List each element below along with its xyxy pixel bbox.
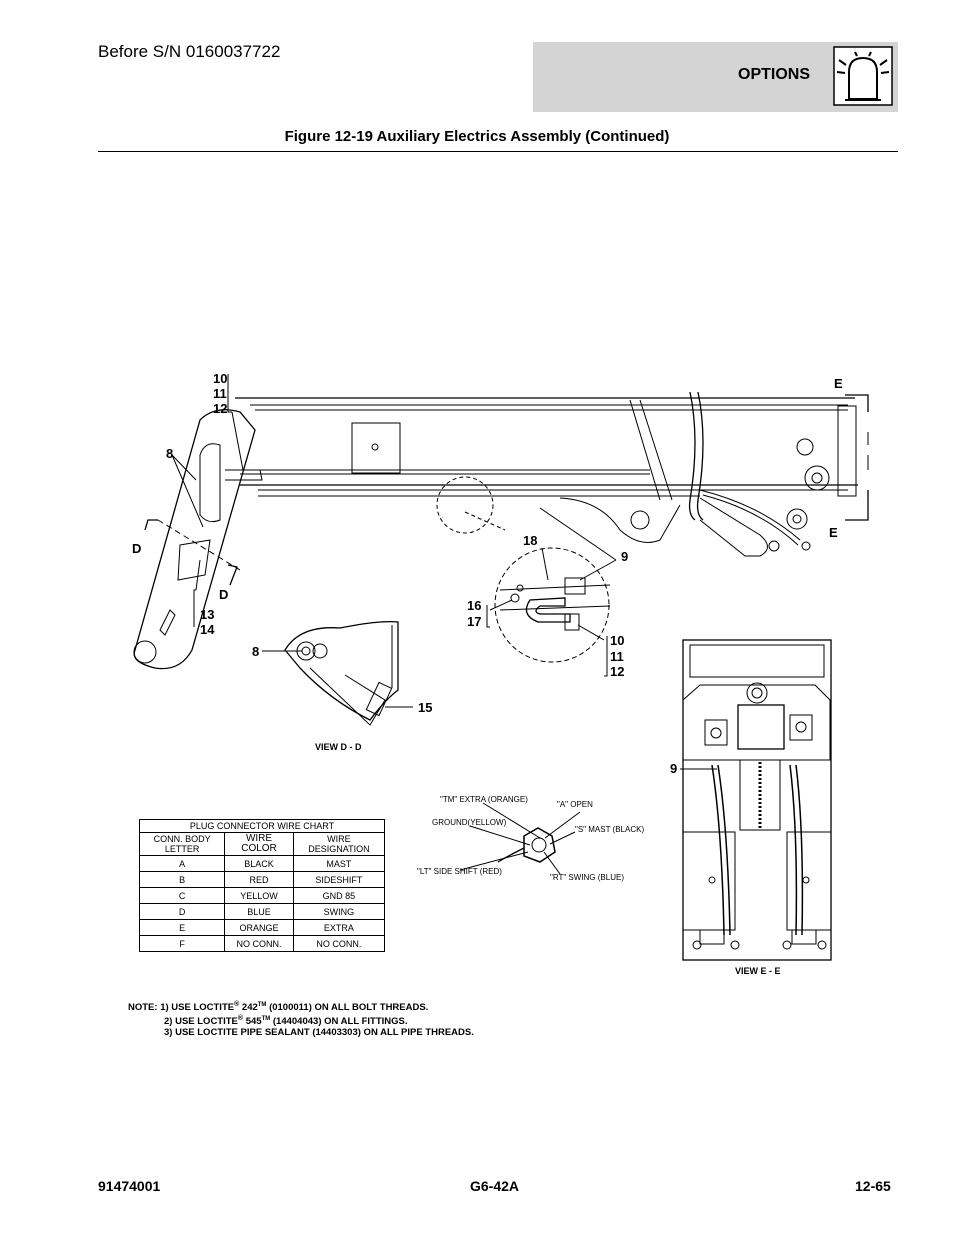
column-header: CONN. BODY LETTER xyxy=(138,832,226,856)
callout-8: 8 xyxy=(166,446,174,461)
table-cell: SWING xyxy=(292,903,386,920)
notes: NOTE: 1) USE LOCTITE® 242TM (0100011) ON… xyxy=(128,999,474,1038)
table-cell: C xyxy=(138,887,226,904)
table-cell: YELLOW xyxy=(224,887,294,904)
serial-number-range: Before S/N 0160037722 xyxy=(98,42,281,61)
plug-connector-wire-chart: PLUG CONNECTOR WIRE CHART CONN. BODY LET… xyxy=(138,819,386,952)
column-header: WIRE COLOR xyxy=(224,832,294,856)
note-text: 545 xyxy=(243,1016,262,1028)
callout-9: 9 xyxy=(670,761,678,776)
registered-mark: ® xyxy=(237,1015,244,1023)
callout-11: 11 xyxy=(213,386,227,401)
callout-10: 10 xyxy=(610,633,625,648)
trademark: TM xyxy=(257,1002,267,1008)
view-dd-label: VIEW D - D xyxy=(315,742,362,752)
connector-label-ground: GROUND(YELLOW) xyxy=(432,818,507,827)
table-cell: GND 85 xyxy=(292,887,386,904)
wire-chart-title: PLUG CONNECTOR WIRE CHART xyxy=(139,819,385,833)
column-header: WIRE DESIGNATION xyxy=(292,832,386,856)
view-ee-drawing xyxy=(682,639,832,961)
callout-16: 16 xyxy=(467,598,482,613)
connector-label-tm: "TM" EXTRA (ORANGE) xyxy=(440,795,528,804)
callout-10: 10 xyxy=(213,371,228,386)
section-title: OPTIONS xyxy=(738,66,811,83)
footer-model: G6-42A xyxy=(470,1178,520,1194)
table-cell: SIDESHIFT xyxy=(292,871,386,888)
detail-circle xyxy=(494,547,611,663)
callout-12: 12 xyxy=(213,401,228,416)
view-ee-label: VIEW E - E xyxy=(735,966,781,976)
plug-connector-diagram xyxy=(459,802,581,875)
callout-11: 11 xyxy=(610,649,624,664)
table-cell: BLUE xyxy=(224,903,294,920)
warning-beacon-icon xyxy=(833,46,893,106)
table-cell: E xyxy=(138,919,226,936)
callout-13: 13 xyxy=(200,607,215,622)
connector-label-rt: "RT" SWING (BLUE) xyxy=(550,873,624,882)
table-cell: NO CONN. xyxy=(292,935,386,952)
trademark: TM xyxy=(261,1016,271,1023)
section-label-e: E xyxy=(829,525,838,540)
table-cell: D xyxy=(138,903,226,920)
note-text: 242 xyxy=(239,1002,258,1014)
leader-lines xyxy=(171,374,717,770)
table-cell: B xyxy=(138,871,226,888)
view-dd-drawing xyxy=(284,620,399,726)
table-cell: F xyxy=(138,935,226,952)
table-cell: A xyxy=(138,855,226,872)
note-text: (0100011) ON ALL BOLT THREADS. xyxy=(266,1002,429,1014)
note-text: NOTE: 1) USE LOCTITE xyxy=(128,1002,235,1014)
note-text: (14404043) ON ALL FITTINGS. xyxy=(270,1016,408,1028)
note-text: 2) USE LOCTITE xyxy=(164,1016,238,1028)
callout-8: 8 xyxy=(252,644,260,659)
connector-label-s: "S" MAST (BLACK) xyxy=(575,825,645,834)
footer-part-number: 91474001 xyxy=(98,1178,161,1194)
callout-12: 12 xyxy=(610,664,625,679)
connector-label-a: "A" OPEN xyxy=(557,800,593,809)
note-line: NOTE: 1) USE LOCTITE® 242TM (0100011) ON… xyxy=(128,999,474,1013)
registered-mark: ® xyxy=(234,1001,240,1008)
figure-title: Figure 12-19 Auxiliary Electrics Assembl… xyxy=(284,128,670,145)
footer-page-number: 12-65 xyxy=(855,1178,891,1194)
section-label-d: D xyxy=(219,587,229,602)
callout-14: 14 xyxy=(200,622,215,637)
boom-assembly xyxy=(133,391,858,670)
callout-15: 15 xyxy=(418,700,433,715)
note-line: 2) USE LOCTITE® 545TM (14404043) ON ALL … xyxy=(128,1013,474,1027)
callout-17: 17 xyxy=(467,614,482,629)
callout-9: 9 xyxy=(621,549,629,564)
table-cell: MAST xyxy=(292,855,386,872)
header-divider xyxy=(98,151,898,152)
section-lines xyxy=(144,394,869,586)
section-label-e: E xyxy=(834,376,843,391)
connector-label-lt: "LT" SIDE SHIFT (RED) xyxy=(417,867,502,876)
note-line: 3) USE LOCTITE PIPE SEALANT (14403303) O… xyxy=(164,1027,474,1039)
table-cell: EXTRA xyxy=(292,919,386,936)
table-cell: NO CONN. xyxy=(224,935,294,952)
callout-18: 18 xyxy=(523,533,538,548)
table-cell: BLACK xyxy=(224,855,294,872)
table-cell: RED xyxy=(224,871,294,888)
table-cell: ORANGE xyxy=(224,919,294,936)
section-label-d: D xyxy=(132,541,142,556)
